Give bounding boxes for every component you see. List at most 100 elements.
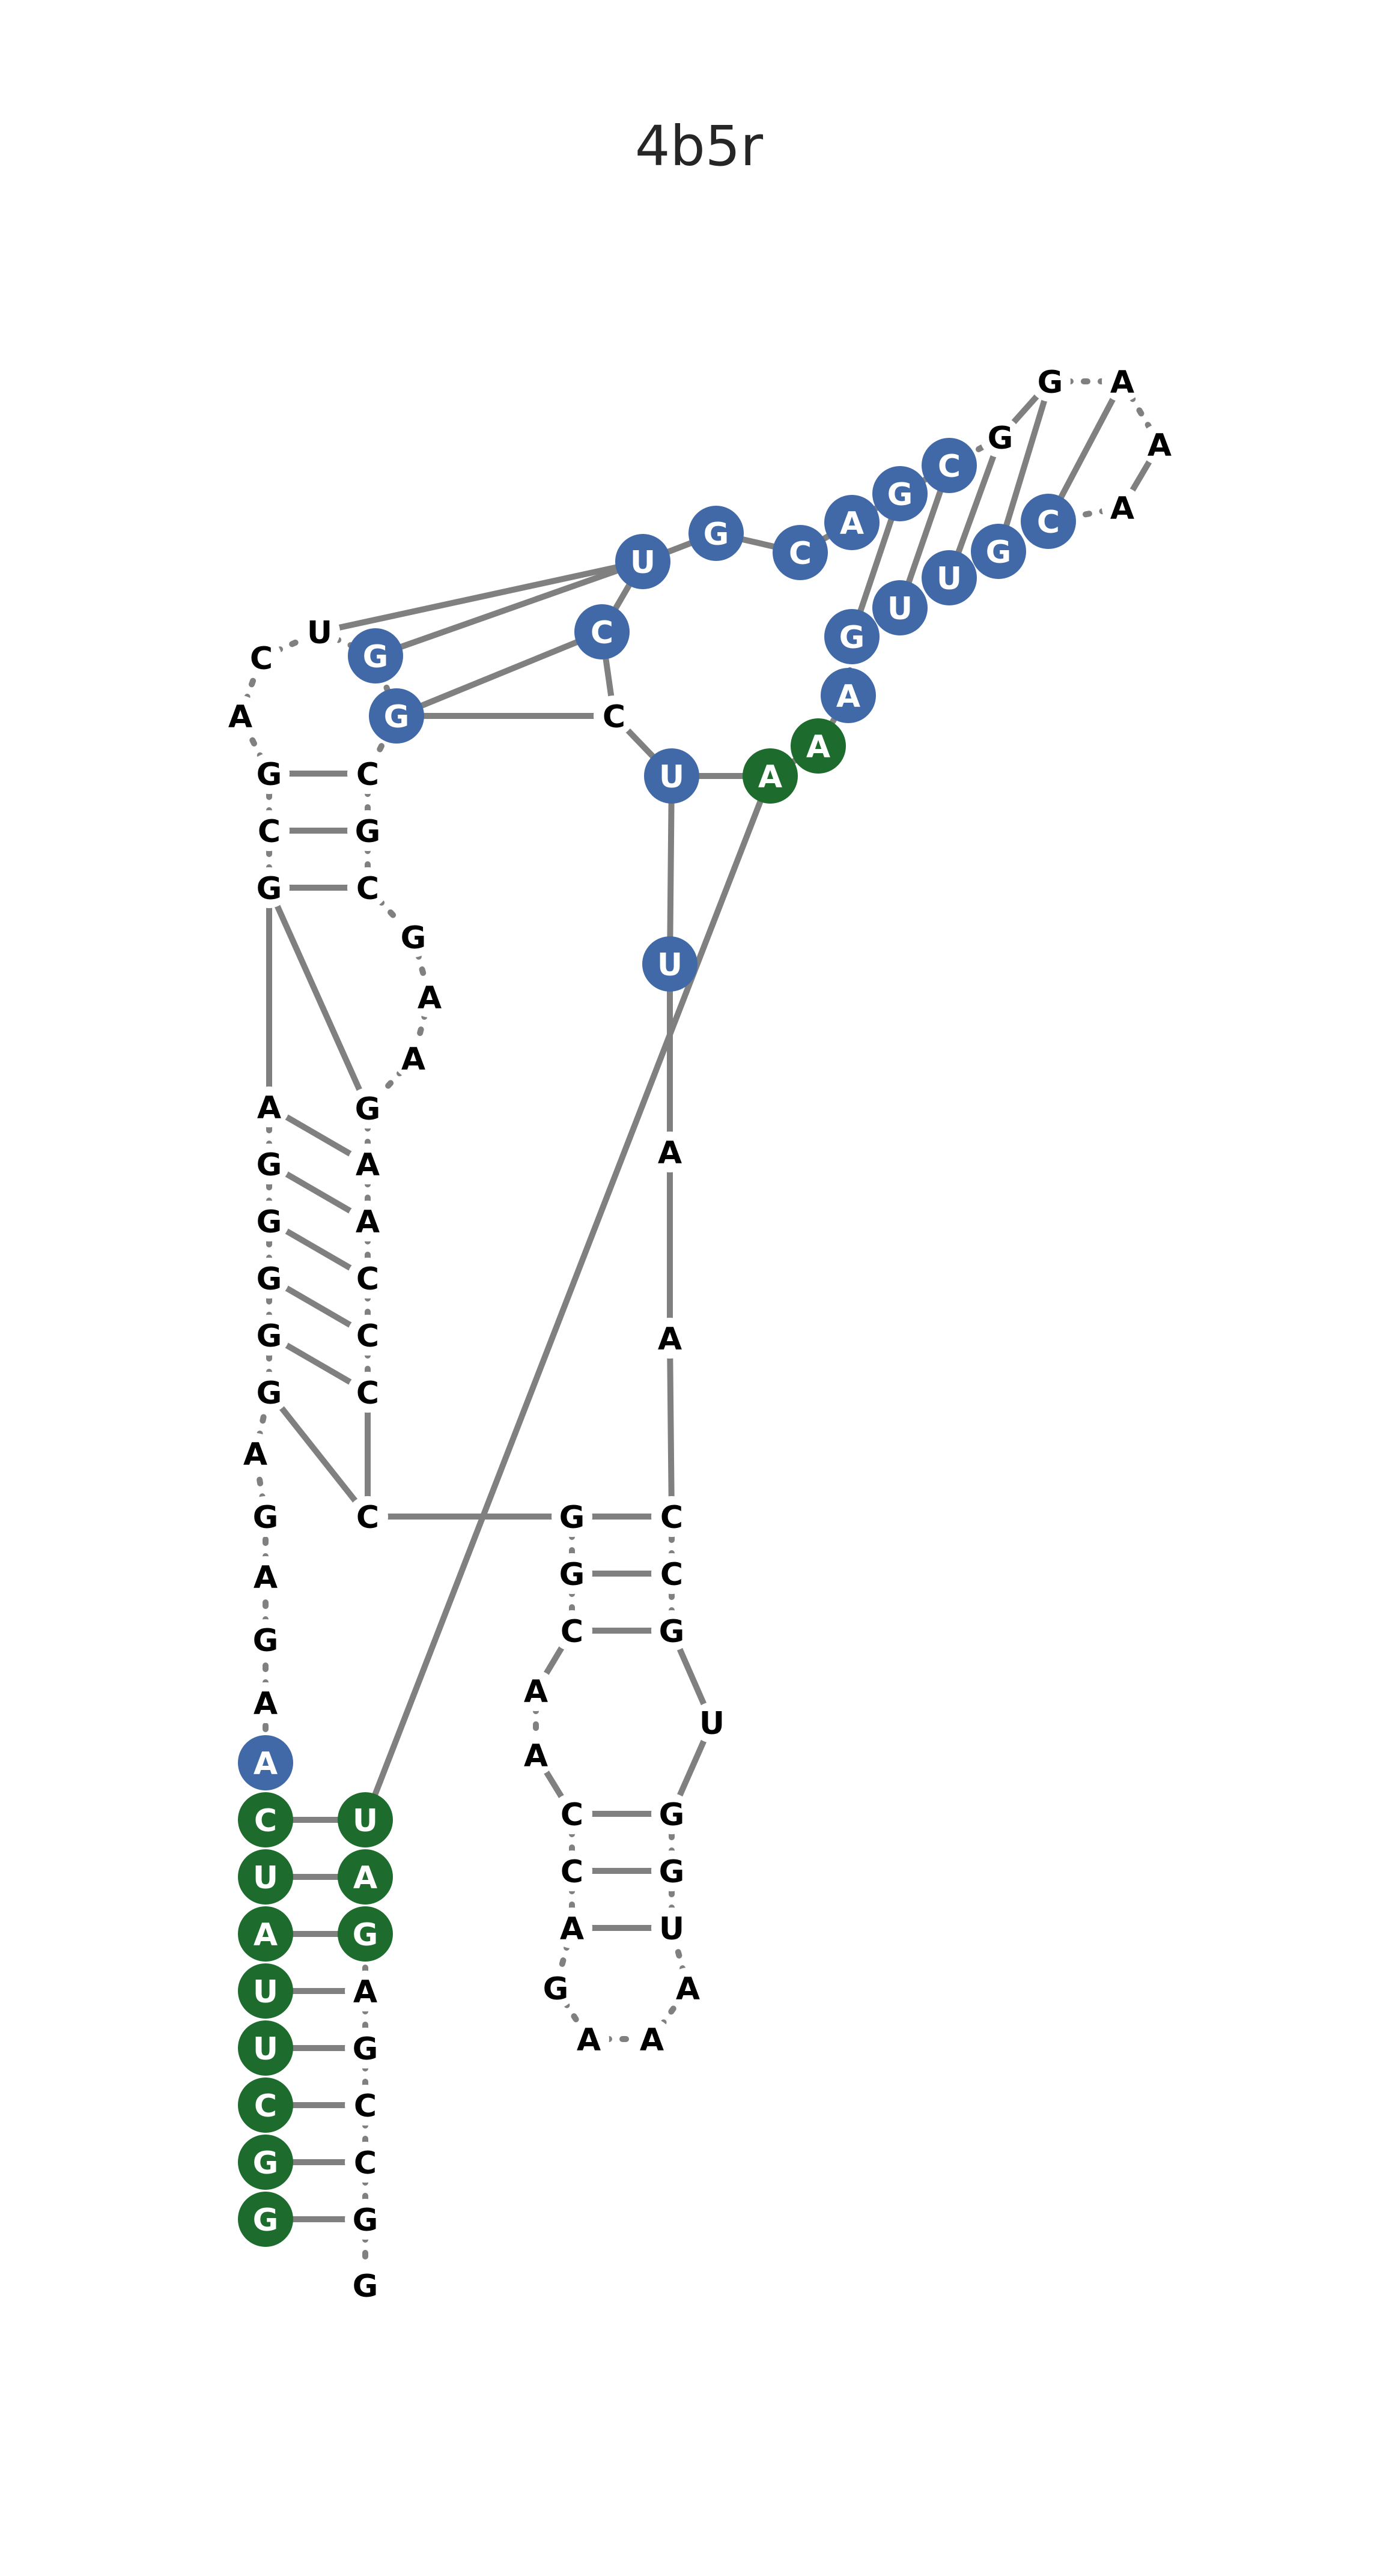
nucleotide-G: G [824,609,880,664]
nucleotide-G: G [245,1619,286,1660]
nucleotide-label: C [561,1854,583,1890]
nucleotide-label: G [363,639,389,675]
nucleotide-background [347,753,388,794]
nucleotide-label: G [839,620,865,656]
base-pair-line [372,559,646,659]
nucleotide-G: G [245,1496,286,1537]
nucleotide-U: U [238,2020,293,2076]
nucleotide-background [552,1610,592,1651]
nucleotide-background [393,917,434,957]
nucleotide-highlight-green [238,1906,293,1962]
diagram-title: 4b5r [634,114,764,178]
nucleotide-label: G [257,1204,282,1240]
nucleotide-G: G [348,628,403,683]
nucleotide-background [345,2142,386,2183]
nucleotide-A: A [245,1556,286,1597]
nucleotide-layer: GGCUUAUCAAGAGAGGGGGAGCGACUGGCGCGAAGAACCC… [220,361,1180,2306]
nucleotide-label: C [789,536,812,572]
nucleotide-label: C [660,1500,683,1536]
nucleotide-background [651,1610,692,1651]
nucleotide-label: G [559,1500,585,1536]
base-pair-line [266,1389,371,1520]
nucleotide-A: A [345,1971,386,2011]
nucleotide-label: A [524,1738,548,1774]
nucleotide-U: U [338,1792,393,1847]
nucleotide-background [347,1258,388,1299]
nucleotide-G: G [238,2135,293,2190]
base-pair-line [266,885,371,1111]
nucleotide-label: C [354,2088,377,2124]
backbone-segment [1045,505,1125,524]
nucleotide-label: G [253,2202,279,2238]
nucleotide-C: C [249,810,290,851]
nucleotide-label: G [384,699,410,735]
nucleotide-label: A [758,759,782,795]
nucleotide-label: C [660,1557,683,1593]
nucleotide-A: A [568,2019,609,2059]
base-pair-line [317,559,646,635]
nucleotide-A: A [821,668,876,723]
nucleotide-label: G [353,2031,378,2067]
nucleotide-label: G [353,2202,378,2238]
nucleotide-background [347,1372,388,1413]
nucleotide-label: U [353,1803,378,1839]
nucleotide-G: G [688,506,744,561]
nucleotide-background [568,2019,609,2059]
nucleotide-label: U [937,561,962,597]
nucleotide-highlight-blue [824,609,880,664]
nucleotide-highlight-green [791,718,846,774]
nucleotide-label: G [257,1318,282,1354]
nucleotide-background [667,1968,708,2008]
nucleotide-label: G [401,920,427,956]
nucleotide-label: U [659,1911,684,1947]
nucleotide-highlight-blue [369,688,424,744]
nucleotide-background [1102,361,1143,402]
nucleotide-label: A [243,1437,267,1473]
nucleotide-label: A [577,2022,601,2058]
nucleotide-background [631,2019,672,2059]
nucleotide-label: U [307,615,332,651]
nucleotide-highlight-green [338,1906,393,1962]
nucleotide-C: C [552,1610,592,1651]
nucleotide-G: G [651,1793,692,1834]
nucleotide-label: C [356,871,379,907]
nucleotide-C: C [552,1793,592,1834]
nucleotide-label: A [658,1321,682,1357]
nucleotide-highlight-blue [971,524,1026,579]
nucleotide-highlight-green [338,1792,393,1847]
nucleotide-label: G [257,1261,282,1297]
nucleotide-A: A [1102,361,1143,402]
nucleotide-label: C [356,1500,379,1536]
nucleotide-background [345,2265,386,2306]
nucleotide-background [552,1553,592,1594]
nucleotide-G: G [393,917,434,957]
nucleotide-label: A [676,1971,700,2007]
nucleotide-highlight-blue [644,748,699,804]
nucleotide-highlight-blue [872,466,928,521]
nucleotide-C: C [241,637,282,678]
nucleotide-G: G [347,810,388,851]
backbone-segment [667,1335,675,1520]
nucleotide-A: A [245,1682,286,1723]
nucleotide-A: A [235,1433,276,1474]
nucleotide-label: C [254,1803,277,1839]
nucleotide-G: G [249,1258,290,1299]
nucleotide-highlight-green [238,1792,293,1847]
nucleotide-G: G [238,2192,293,2247]
nucleotide-A: A [347,1201,388,1241]
nucleotide-background [345,2085,386,2126]
nucleotide-highlight-blue [238,1735,293,1790]
nucleotide-label: A [640,2022,664,2058]
nucleotide-G: G [552,1496,592,1537]
nucleotide-highlight-green [743,748,798,804]
nucleotide-background [347,1088,388,1129]
nucleotide-highlight-blue [1021,494,1076,549]
nucleotide-label: A [418,980,442,1016]
nucleotide-label: U [887,591,913,627]
nucleotide-highlight-green [238,2020,293,2076]
nucleotide-C: C [574,604,630,659]
nucleotide-label: G [988,420,1014,456]
nucleotide-A: A [238,1906,293,1962]
nucleotide-highlight-blue [688,506,744,561]
nucleotide-label: G [353,1917,378,1953]
